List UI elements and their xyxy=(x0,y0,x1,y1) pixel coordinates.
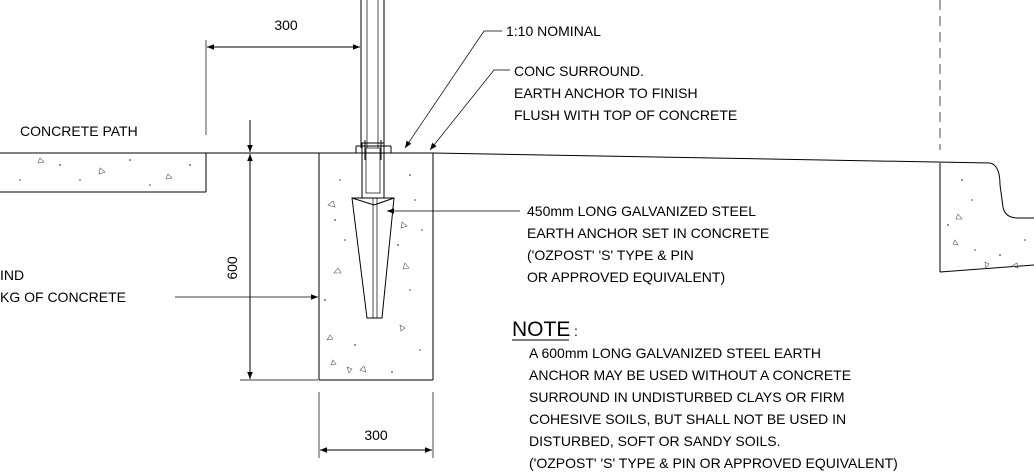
note-line-4: COHESIVE SOILS, BUT SHALL NOT BE USED IN xyxy=(529,411,846,427)
dimension-top-300: 300 xyxy=(205,17,360,135)
label-anchor-4: OR APPROVED EQUIVALENT) xyxy=(527,269,725,285)
label-anchor-1: 450mm LONG GALVANIZED STEEL xyxy=(527,203,756,219)
earth-anchor xyxy=(351,140,395,319)
concrete-surround xyxy=(318,152,434,381)
dimension-label-top: 300 xyxy=(274,17,298,33)
concrete-path-slab xyxy=(0,152,319,193)
dimension-label-depth: 600 xyxy=(224,256,240,280)
note-colon: : xyxy=(574,323,578,339)
note-line-2: ANCHOR MAY BE USED WITHOUT A CONCRETE xyxy=(529,367,851,383)
note-block: NOTE : A 600mm LONG GALVANIZED STEEL EAR… xyxy=(512,318,898,471)
leader-slope: 1:10 NOMINAL xyxy=(404,23,601,149)
label-conc-surround-2: EARTH ANCHOR TO FINISH xyxy=(514,85,698,101)
label-conc-surround-1: CONC SURROUND. xyxy=(514,63,644,79)
dimension-bottom-300: 300 xyxy=(318,392,434,458)
note-line-5: DISTURBED, SOFT OR SANDY SOILS. xyxy=(529,433,781,449)
note-line-6: ('OZPOST' 'S' TYPE & PIN OR APPROVED EQU… xyxy=(529,455,898,471)
label-anchor-2: EARTH ANCHOR SET IN CONCRETE xyxy=(527,225,769,241)
label-slope: 1:10 NOMINAL xyxy=(506,23,601,39)
leader-conc-surround: CONC SURROUND. EARTH ANCHOR TO FINISH FL… xyxy=(429,63,737,151)
aggregate-hatch xyxy=(19,157,1026,374)
post xyxy=(360,0,385,148)
label-left-partial-1: IND xyxy=(0,267,24,283)
label-left-partial-2: KG OF CONCRETE xyxy=(0,289,126,305)
note-heading: NOTE xyxy=(512,318,570,341)
dimension-depth-600: 600 xyxy=(224,120,318,381)
label-anchor-3: ('OZPOST' 'S' TYPE & PIN xyxy=(527,247,694,263)
ground-line xyxy=(432,152,1034,273)
note-line-3: SURROUND IN UNDISTURBED CLAYS OR FIRM xyxy=(529,389,845,405)
label-concrete-path: CONCRETE PATH xyxy=(20,123,138,139)
note-line-1: A 600mm LONG GALVANIZED STEEL EARTH xyxy=(529,345,821,361)
label-conc-surround-3: FLUSH WITH TOP OF CONCRETE xyxy=(514,107,737,123)
dimension-label-bottom: 300 xyxy=(364,427,388,443)
leader-left-partial: IND KG OF CONCRETE xyxy=(0,267,318,305)
leader-anchor: 450mm LONG GALVANIZED STEEL EARTH ANCHOR… xyxy=(387,203,769,285)
